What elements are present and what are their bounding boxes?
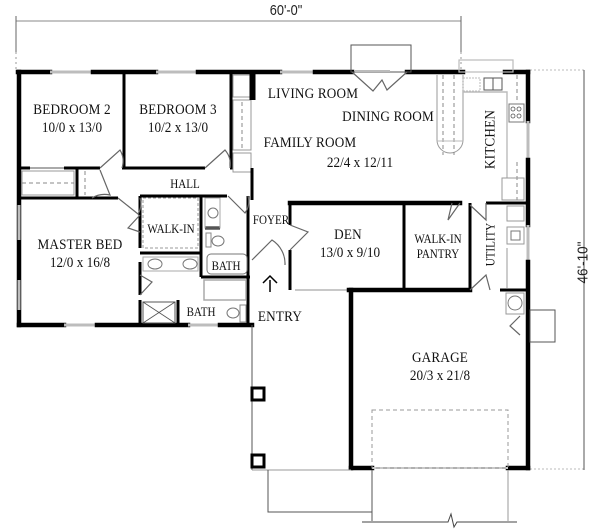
dining-room-name: DINING ROOM	[342, 109, 434, 125]
kitchen-fixtures	[436, 75, 556, 343]
family-room-name: FAMILY ROOM	[263, 135, 357, 151]
bath-small-name: BATH	[211, 258, 241, 273]
master-bed-name: MASTER BED	[37, 237, 123, 253]
entry-name: ENTRY	[257, 309, 303, 325]
depth-dimension-label: 46'-10"	[574, 241, 592, 284]
bedroom2-name: BEDROOM 2	[33, 102, 111, 118]
bedroom3-size: 10/2 x 13/0	[147, 120, 209, 136]
bedroom2-size: 10/0 x 13/0	[41, 120, 103, 136]
width-dimension-line	[15, 16, 462, 70]
foyer-name: FOYER	[252, 212, 290, 227]
front-porch	[250, 325, 372, 513]
utility-name: UTILITY	[482, 222, 498, 267]
family-room-size: 22/4 x 12/11	[326, 155, 394, 171]
bedroom3-name: BEDROOM 3	[139, 102, 217, 118]
entry-arrow-icon	[262, 274, 278, 292]
living-room-name: LIVING ROOM	[267, 86, 359, 102]
width-dimension-label: 60'-0"	[269, 2, 303, 19]
garage-name: GARAGE	[411, 350, 469, 366]
bay-window	[350, 44, 412, 92]
interior-walls	[19, 72, 528, 471]
doors	[91, 149, 521, 336]
hall-name: HALL	[170, 176, 200, 191]
pantry-name-line1: WALK-IN	[414, 231, 462, 246]
depth-dimension-line	[530, 69, 585, 470]
garage-size: 20/3 x 21/8	[409, 368, 471, 384]
den-size: 13/0 x 9/10	[319, 245, 381, 261]
master-bed-size: 12/0 x 16/8	[49, 255, 111, 271]
bath-fixtures	[142, 197, 248, 324]
bath-master-name: BATH	[186, 304, 216, 319]
pantry-name-line2: PANTRY	[416, 246, 460, 261]
den-name: DEN	[334, 227, 362, 243]
walk-in-closet-name: WALK-IN	[147, 221, 195, 236]
kitchen-name: KITCHEN	[482, 109, 499, 170]
garage-door	[362, 409, 517, 529]
